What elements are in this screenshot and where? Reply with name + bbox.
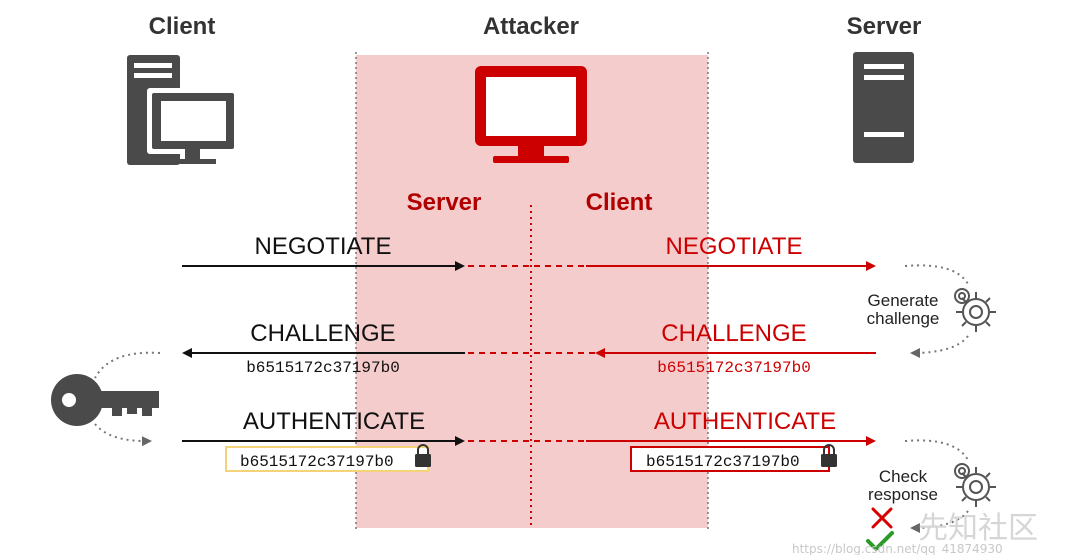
checkmark-icon — [866, 531, 894, 551]
client-hash-box — [225, 446, 429, 472]
challenge-hash-right: b6515172c37197b0 — [657, 359, 811, 377]
key-icon — [51, 374, 159, 426]
server-tower-icon — [853, 52, 914, 163]
watermark-url: https://blog.csdn.net/qq_41874930 — [792, 542, 1003, 555]
challenge-hash-left: b6515172c37197b0 — [246, 359, 400, 377]
gears-icon — [954, 288, 996, 332]
client-hash-text: b6515172c37197b0 — [240, 453, 394, 471]
negotiate-label-left: NEGOTIATE — [255, 233, 392, 260]
challenge-label-right: CHALLENGE — [661, 320, 806, 347]
attacker-role-client: Client — [586, 189, 653, 216]
generate-curve-in — [904, 264, 969, 285]
gears-icon — [954, 463, 996, 507]
challenge-label-left: CHALLENGE — [250, 320, 395, 347]
header-client: Client — [149, 13, 216, 40]
check-note-line1: Check — [879, 467, 928, 486]
generate-note-line1: Generate — [868, 291, 939, 310]
check-curve-out — [910, 510, 969, 533]
header-attacker: Attacker — [483, 13, 579, 40]
attacker-hash-text: b6515172c37197b0 — [646, 453, 800, 471]
header-server: Server — [847, 13, 922, 40]
key-curve-out — [94, 423, 152, 447]
key-curve-in — [94, 351, 161, 379]
check-note-line2: response — [868, 485, 938, 504]
authenticate-label-right: AUTHENTICATE — [654, 408, 836, 435]
check-curve-in — [904, 439, 969, 461]
attacker-role-server: Server — [407, 189, 482, 216]
monitor-icon — [475, 66, 587, 163]
lock-icon — [415, 444, 431, 467]
negotiate-label-right: NEGOTIATE — [666, 233, 803, 260]
lock-icon — [821, 444, 837, 467]
generate-note-line2: challenge — [867, 309, 940, 328]
desktop-computer-icon — [127, 55, 239, 165]
watermark-site: 先知社区 — [918, 511, 1038, 546]
generate-curve-out — [910, 335, 969, 358]
cross-icon — [871, 507, 893, 529]
authenticate-label-left: AUTHENTICATE — [243, 408, 425, 435]
